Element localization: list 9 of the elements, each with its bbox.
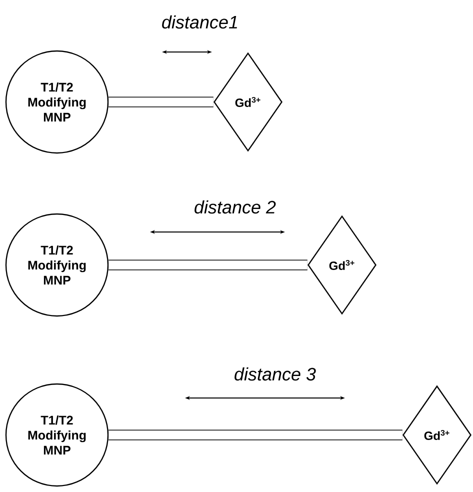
dimension-label: distance 3	[234, 367, 316, 381]
linker-ladder	[108, 260, 308, 270]
circle-node: T1/T2 Modifying MNP	[5, 213, 109, 317]
circle-node: T1/T2 Modifying MNP	[5, 50, 109, 154]
linker-ladder	[108, 96, 214, 108]
dimension-label: distance 2	[194, 200, 276, 214]
dimension-label: distance1	[162, 15, 237, 29]
circle-node: T1/T2 Modifying MNP	[5, 383, 109, 487]
linker-ladder	[108, 430, 402, 440]
